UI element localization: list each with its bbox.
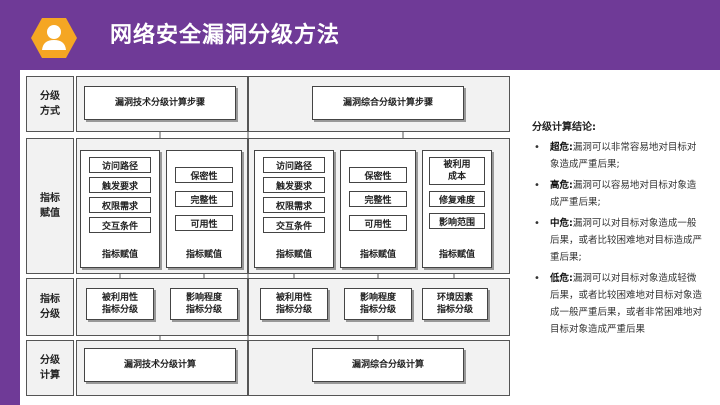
- row-label-assign: 指标 赋值: [26, 138, 74, 274]
- indicator-privilege: 权限需求: [89, 197, 151, 213]
- indicator-availability: 可用性: [175, 215, 233, 231]
- right-calc-box: 漏洞综合分级计算: [312, 348, 464, 382]
- indicator-fix-difficulty: 修复难度: [429, 191, 485, 207]
- conclusion-list: •超危:漏洞可以非常容易地对目标对象造成严重后果; •高危:漏洞可以容易地对目标…: [532, 139, 702, 338]
- user-icon: [31, 18, 77, 58]
- row-label-grade: 指标 分级: [26, 278, 74, 336]
- indicator-interaction: 交互条件: [263, 217, 325, 233]
- indicator-privilege: 权限需求: [263, 197, 325, 213]
- conclusion-title: 分级计算结论:: [532, 122, 596, 133]
- indicator-access-path: 访问路径: [263, 157, 325, 173]
- right-grade-exploit: 被利用性 指标分级: [260, 288, 328, 320]
- indicator-confidentiality: 保密性: [349, 167, 407, 183]
- conclusion-item-critical: •超危:漏洞可以非常容易地对目标对象造成严重后果;: [534, 142, 697, 170]
- indicator-access-path: 访问路径: [89, 157, 151, 173]
- right-grade-impact: 影响程度 指标分级: [344, 288, 412, 320]
- group-caption: 指标赋值: [101, 250, 138, 260]
- group-caption: 指标赋值: [438, 250, 475, 260]
- classification-diagram: 分级 方式 指标 赋值 指标 分级 分级 计算 漏洞技术分级计算步骤 漏洞综合分…: [26, 76, 510, 396]
- left-calc-box: 漏洞技术分级计算: [84, 348, 236, 382]
- indicator-confidentiality: 保密性: [175, 167, 233, 183]
- right-step-title: 漏洞综合分级计算步骤: [312, 86, 464, 120]
- indicator-integrity: 完整性: [349, 191, 407, 207]
- conclusion-item-medium: •中危:漏洞可以对目标对象造成一般后果，或者比较困难地对目标造成严重后果;: [534, 218, 703, 263]
- left-grade-impact: 影响程度 指标分级: [170, 288, 238, 320]
- indicator-impact-scope: 影响范围: [429, 213, 485, 229]
- row-label-method: 分级 方式: [26, 76, 74, 132]
- slide-header: 网络安全漏洞分级方法: [0, 0, 720, 70]
- left-group-exploit: 访问路径 触发要求 权限需求 交互条件 指标赋值: [80, 150, 160, 268]
- indicator-trigger: 触发要求: [263, 177, 325, 193]
- right-group-exploit: 访问路径 触发要求 权限需求 交互条件 指标赋值: [254, 150, 334, 268]
- conclusion-panel: 分级计算结论: •超危:漏洞可以非常容易地对目标对象造成严重后果; •高危:漏洞…: [532, 118, 702, 342]
- indicator-integrity: 完整性: [175, 191, 233, 207]
- right-group-impact: 保密性 完整性 可用性 指标赋值: [340, 150, 416, 268]
- indicator-availability: 可用性: [349, 215, 407, 231]
- indicator-exploit-cost: 被利用 成本: [429, 157, 485, 185]
- left-step-title: 漏洞技术分级计算步骤: [84, 86, 236, 120]
- conclusion-item-low: •低危:漏洞可以对目标对象造成轻微后果，或者比较困难地对目标对象造成一般严重后果…: [534, 273, 703, 335]
- page-title: 网络安全漏洞分级方法: [110, 23, 341, 48]
- indicator-trigger: 触发要求: [89, 177, 151, 193]
- right-grade-environment: 环境因素 指标分级: [422, 288, 488, 320]
- right-group-environment: 被利用 成本 修复难度 影响范围 指标赋值: [422, 150, 492, 268]
- row-label-calc: 分级 计算: [26, 340, 74, 396]
- conclusion-item-high: •高危:漏洞可以容易地对目标对象造成严重后果;: [534, 180, 697, 208]
- group-caption: 指标赋值: [359, 250, 396, 260]
- indicator-interaction: 交互条件: [89, 217, 151, 233]
- group-caption: 指标赋值: [275, 250, 312, 260]
- left-grade-exploit: 被利用性 指标分级: [86, 288, 154, 320]
- group-caption: 指标赋值: [185, 250, 222, 260]
- left-group-impact: 保密性 完整性 可用性 指标赋值: [166, 150, 242, 268]
